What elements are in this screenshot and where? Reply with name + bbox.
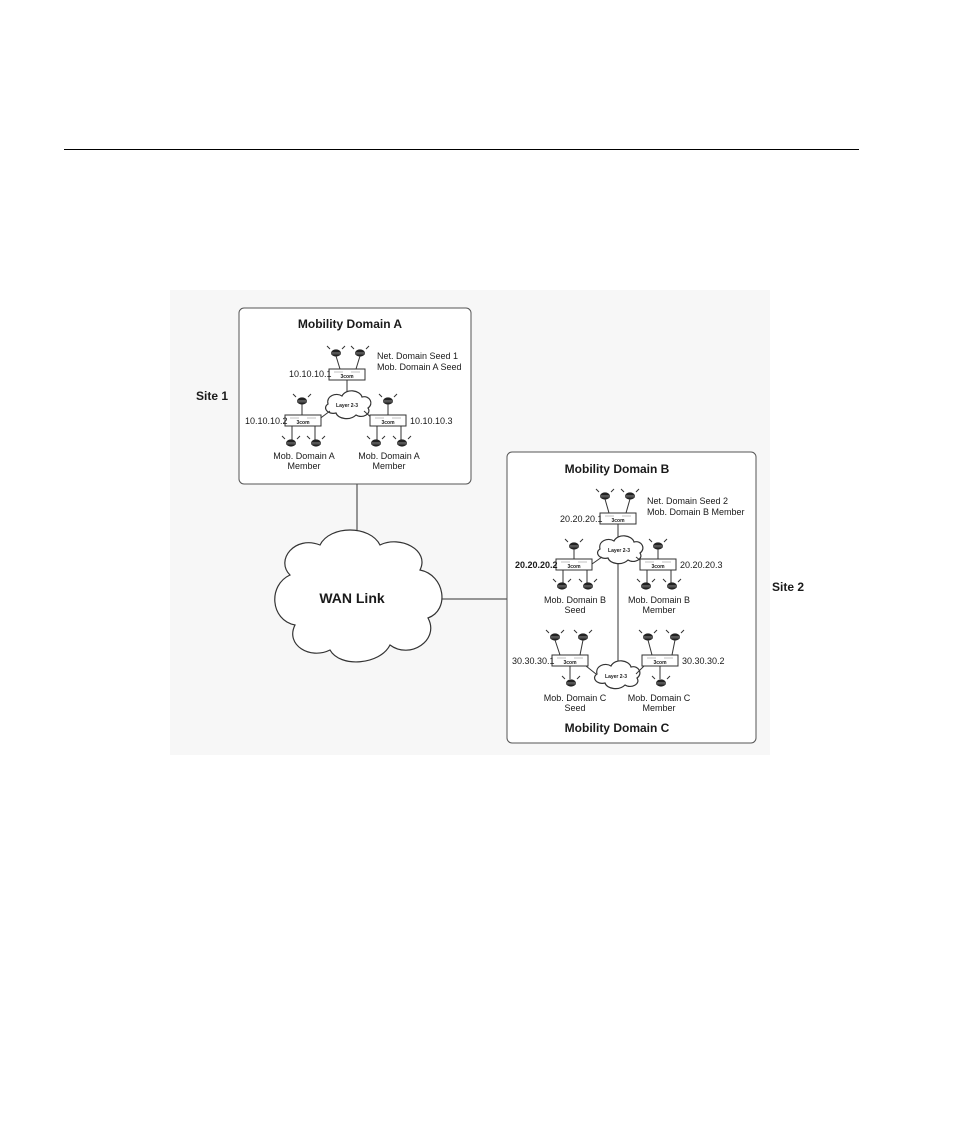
node-c-m-role-2: Member bbox=[642, 703, 675, 713]
node-a-m1-role-1: Mob. Domain A bbox=[273, 451, 335, 461]
cloud-icon bbox=[596, 535, 644, 565]
svg-text:Layer 2-3: Layer 2-3 bbox=[605, 674, 627, 680]
domain-b-title: Mobility Domain B bbox=[565, 462, 670, 476]
svg-text:3com: 3com bbox=[651, 564, 665, 570]
svg-text:3com: 3com bbox=[381, 420, 395, 426]
node-b-seed-ip: 20.20.20.2 bbox=[515, 560, 558, 570]
node-c-seed-role-2: Seed bbox=[564, 703, 585, 713]
node-a-m2-role-1: Mob. Domain A bbox=[358, 451, 420, 461]
node-c-m-ip: 30.30.30.2 bbox=[682, 656, 725, 666]
svg-text:Layer 2-3: Layer 2-3 bbox=[336, 403, 358, 409]
wan-link-label: WAN Link bbox=[319, 590, 385, 606]
node-a-m1-ip: 10.10.10.2 bbox=[245, 416, 288, 426]
svg-text:Layer 2-3: Layer 2-3 bbox=[608, 548, 630, 554]
svg-text:3com: 3com bbox=[611, 518, 625, 524]
node-b-seed-role-1: Mob. Domain B bbox=[544, 595, 606, 605]
node-a-seed-role-1: Net. Domain Seed 1 bbox=[377, 351, 458, 361]
node-a-seed-ip: 10.10.10.1 bbox=[289, 369, 332, 379]
svg-text:3com: 3com bbox=[296, 420, 310, 426]
svg-text:3com: 3com bbox=[653, 660, 667, 666]
node-b-m-role-1: Mob. Domain B bbox=[628, 595, 690, 605]
wan-link-cloud: WAN Link bbox=[274, 529, 443, 663]
node-a-m2-ip: 10.10.10.3 bbox=[410, 416, 453, 426]
node-b-m-role-2: Member bbox=[642, 605, 675, 615]
svg-text:3com: 3com bbox=[340, 374, 354, 380]
cloud-icon bbox=[274, 529, 443, 663]
cloud-icon bbox=[593, 660, 641, 690]
node-b-top-role-2: Mob. Domain B Member bbox=[647, 507, 745, 517]
node-a-m2-role-2: Member bbox=[372, 461, 405, 471]
mobility-domain-a: Mobility Domain A 3com 10.10.10.1 Net. D… bbox=[238, 307, 472, 485]
domain-c-title: Mobility Domain C bbox=[565, 721, 670, 735]
domain-a-title: Mobility Domain A bbox=[298, 317, 403, 331]
header-rule bbox=[64, 149, 859, 150]
node-b-seed-role-2: Seed bbox=[564, 605, 585, 615]
node-b-top-role-1: Net. Domain Seed 2 bbox=[647, 496, 728, 506]
node-c-seed-role-1: Mob. Domain C bbox=[544, 693, 607, 703]
node-a-m1-role-2: Member bbox=[287, 461, 320, 471]
node-b-m-ip: 20.20.20.3 bbox=[680, 560, 723, 570]
svg-text:3com: 3com bbox=[567, 564, 581, 570]
site-1-label: Site 1 bbox=[196, 389, 228, 403]
node-c-m-role-1: Mob. Domain C bbox=[628, 693, 691, 703]
mobility-domains-b-c: Mobility Domain B Mobility Domain C 3com… bbox=[506, 451, 757, 744]
cloud-icon bbox=[324, 390, 372, 420]
node-c-seed-ip: 30.30.30.1 bbox=[512, 656, 555, 666]
node-a-seed-role-2: Mob. Domain A Seed bbox=[377, 362, 462, 372]
node-b-top-ip: 20.20.20.1 bbox=[560, 514, 603, 524]
svg-text:3com: 3com bbox=[563, 660, 577, 666]
site-2-label: Site 2 bbox=[772, 580, 804, 594]
